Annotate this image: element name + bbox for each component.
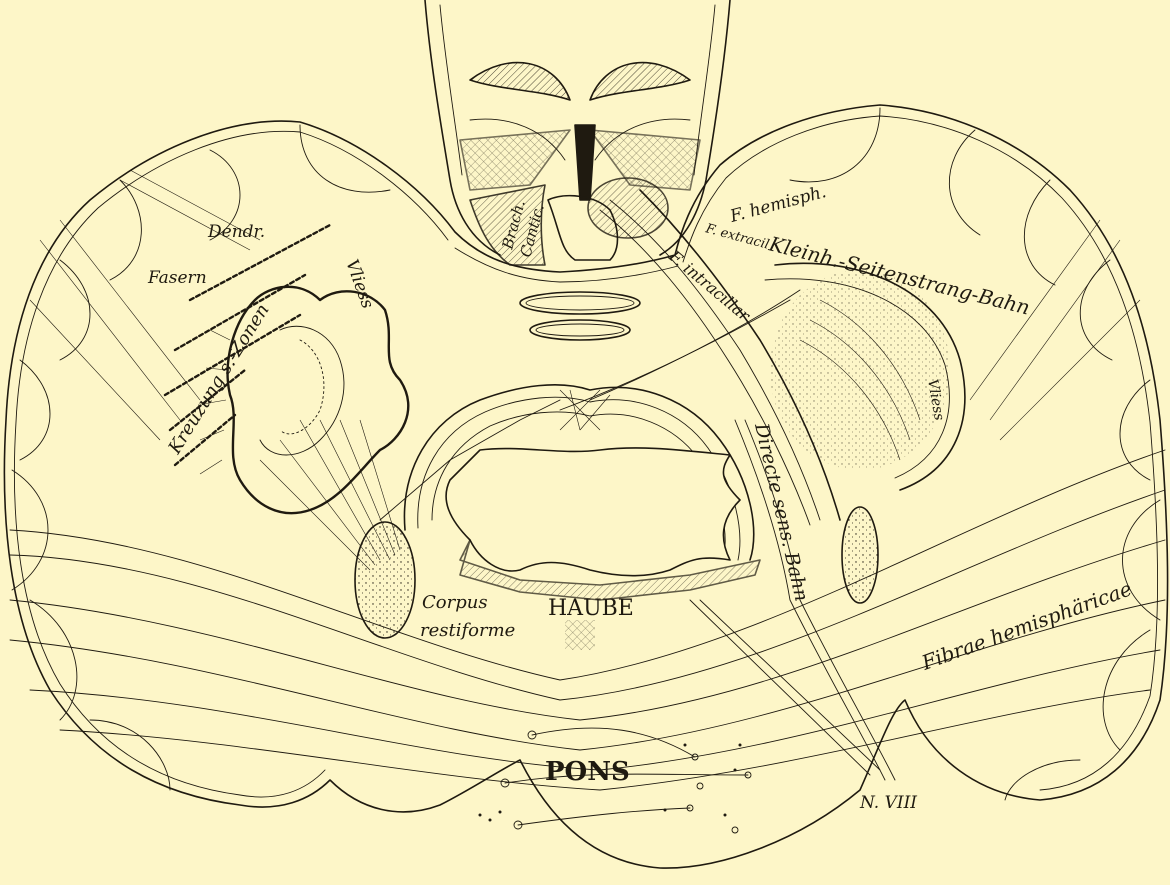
label-pons: PONS (545, 757, 630, 787)
label-fasern: Fasern (147, 268, 207, 288)
label-n-viii: N. VIII (859, 793, 917, 813)
label-dendr: Dendr. (207, 222, 265, 242)
label-directe: Directe sens. Bahn (750, 420, 813, 603)
label-f-hemisph: F. hemisph. (727, 182, 828, 227)
label-vliess-left: Vliess (341, 257, 377, 312)
label-haube: HAUBE (548, 596, 634, 621)
label-restiforme: restiforme (420, 620, 515, 641)
ventricle-ovals (520, 292, 640, 340)
label-corpus: Corpus (422, 592, 488, 613)
upper-structure (425, 0, 730, 255)
label-f-intracil: F. intracillar (665, 246, 755, 326)
label-fibrae: Fibrae hemisphäricae (918, 576, 1135, 675)
